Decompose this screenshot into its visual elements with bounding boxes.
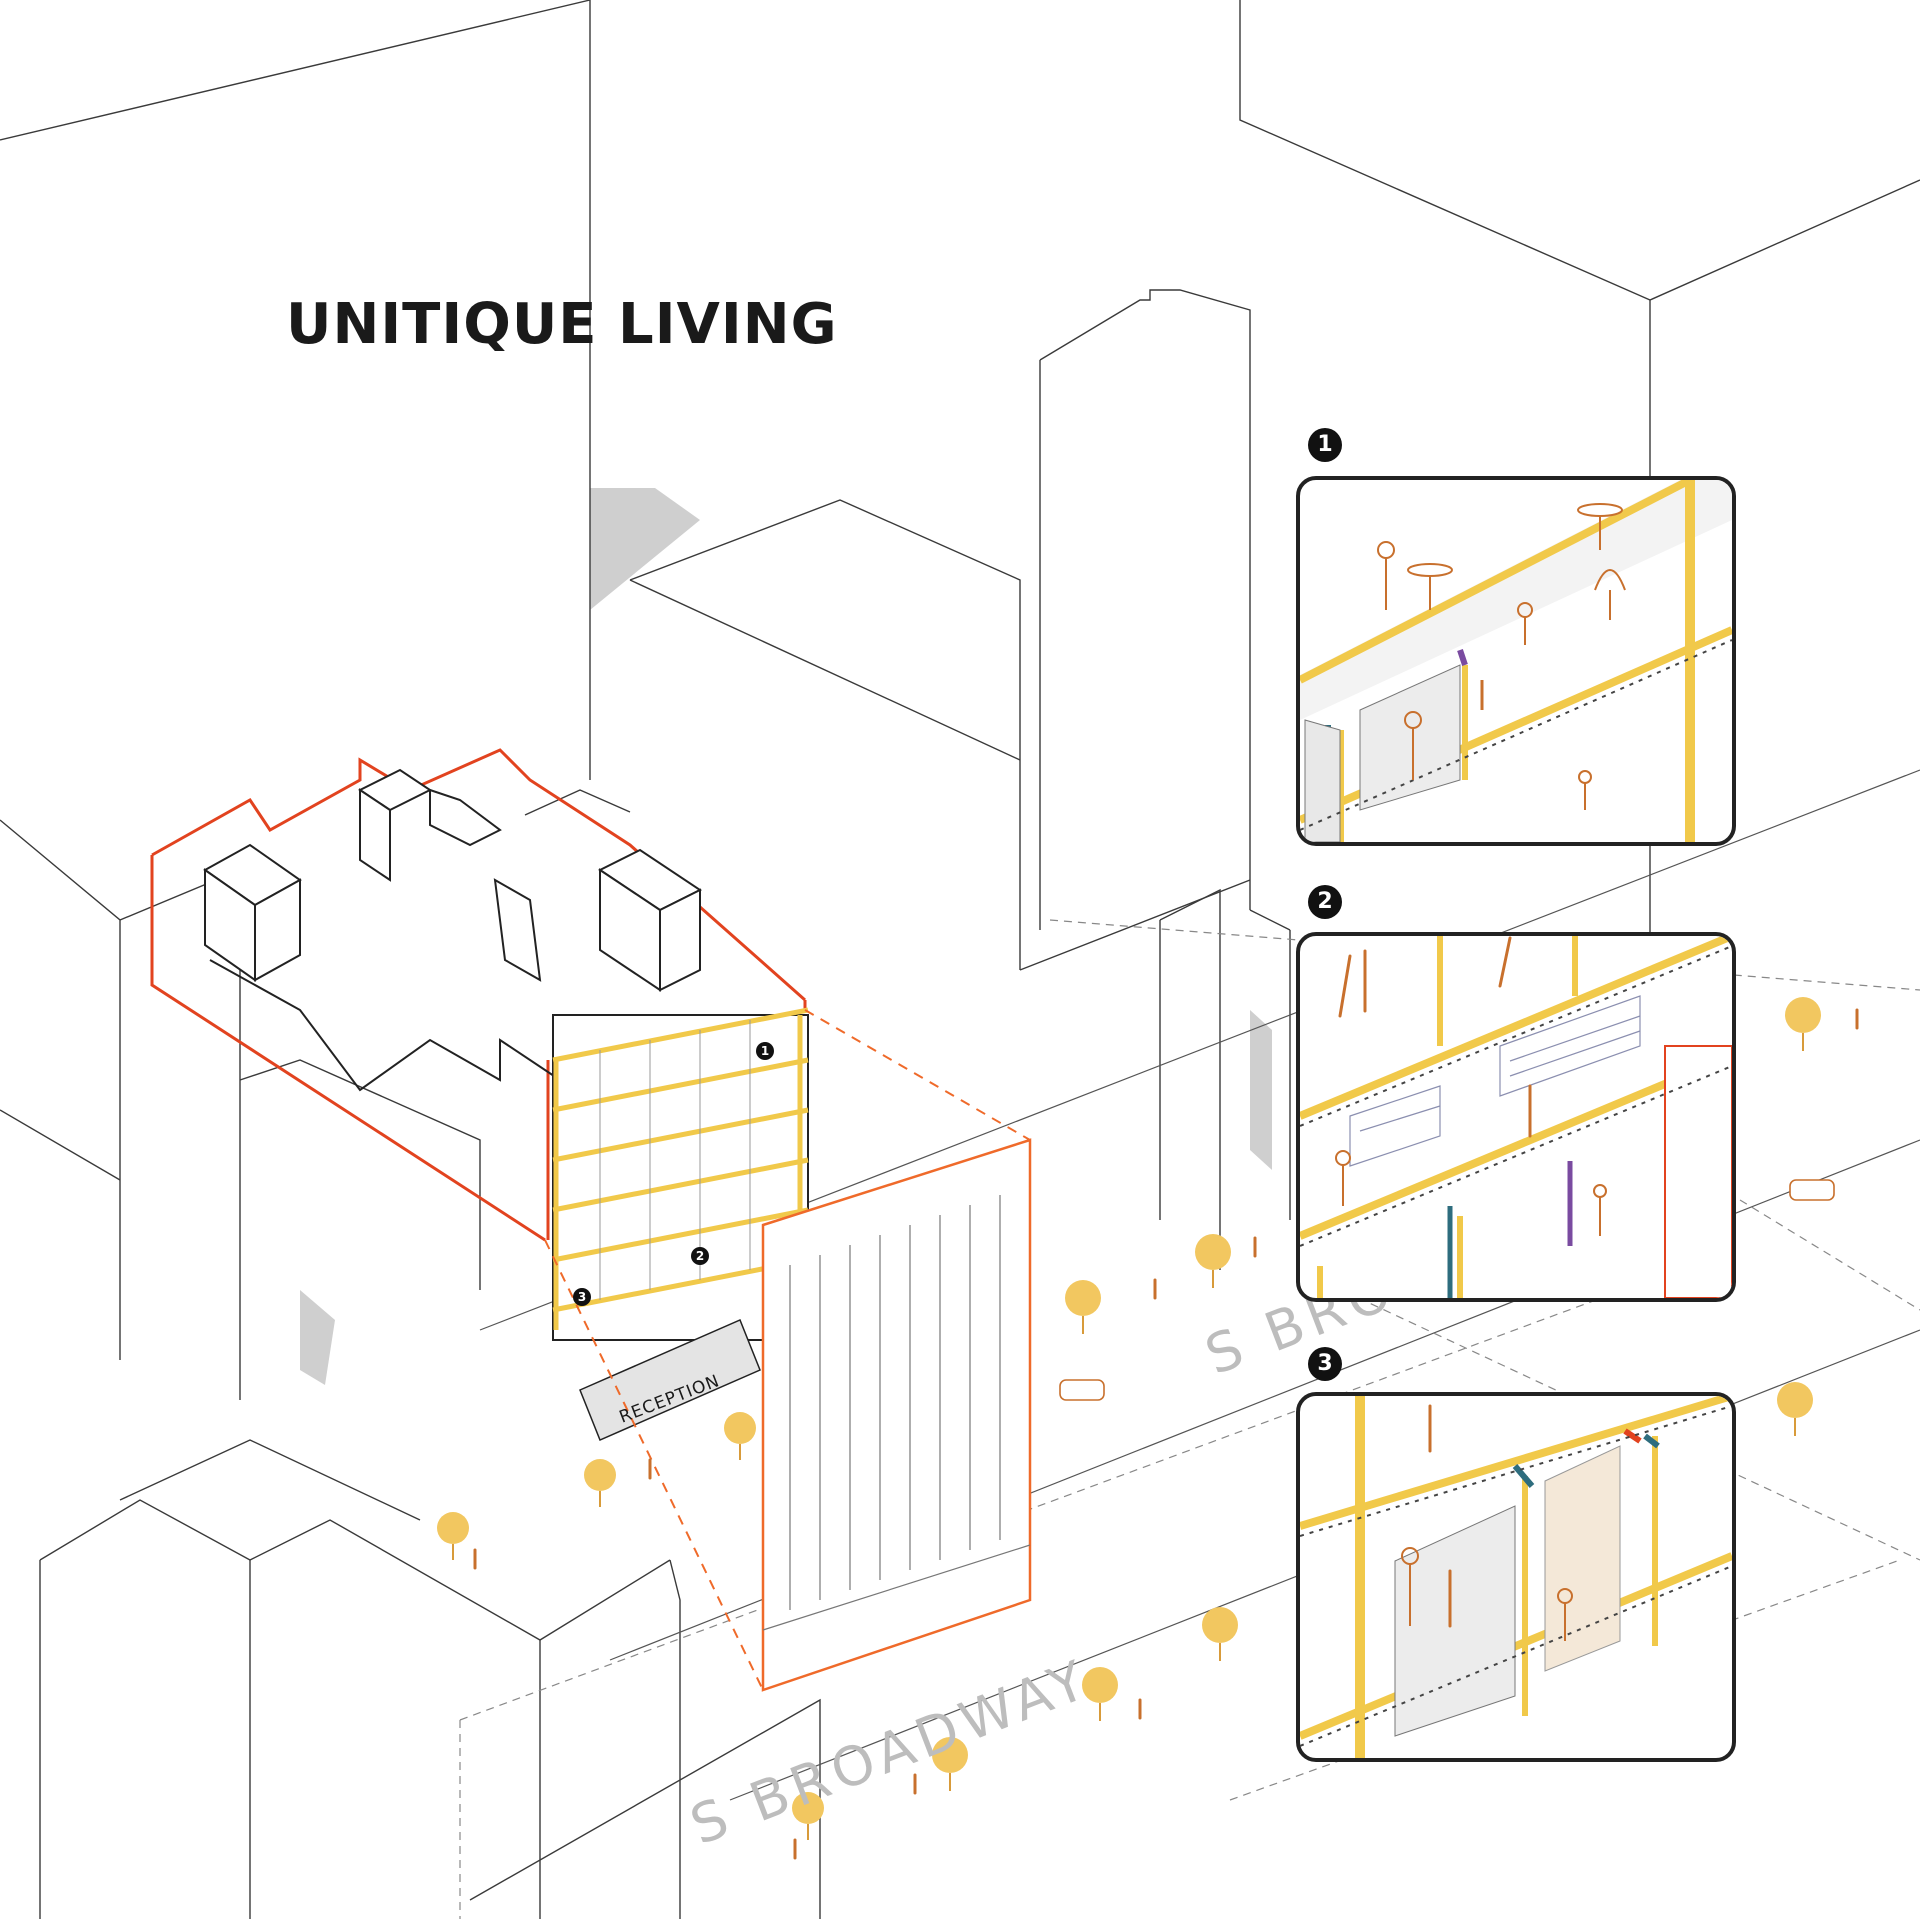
reception-floor [579, 1319, 761, 1441]
page-title: UNITIQUE LIVING [286, 292, 838, 357]
featured-building [150, 748, 1032, 1692]
pedestrians [473, 1008, 1859, 1860]
detail-panel-3-drawing [1300, 1396, 1732, 1758]
tree-trunks [452, 1033, 1804, 1840]
detail-panel-2-drawing [1300, 936, 1732, 1298]
detail-panel-3 [1296, 1392, 1736, 1762]
roof-outline [151, 748, 806, 1002]
cars [1059, 1179, 1835, 1401]
section-marker-2: 2 [691, 1247, 709, 1265]
trees [437, 997, 1821, 1824]
section-marker-1: 1 [756, 1042, 774, 1060]
detail-marker-3: 3 [1308, 1347, 1342, 1381]
detail-panel-1 [1296, 476, 1736, 846]
section-marker-3: 3 [573, 1288, 591, 1306]
detail-panel-1-drawing [1300, 480, 1732, 842]
shadow-back [1250, 1010, 1272, 1170]
facade-panel [761, 1138, 1032, 1692]
detail-marker-1: 1 [1308, 428, 1342, 462]
street-name-front: S BROADWAY [682, 1647, 1099, 1857]
detail-panel-2 [1296, 932, 1736, 1302]
shadow-left [300, 1290, 335, 1385]
detail-marker-2: 2 [1308, 885, 1342, 919]
shadow-left-tower [590, 488, 700, 610]
